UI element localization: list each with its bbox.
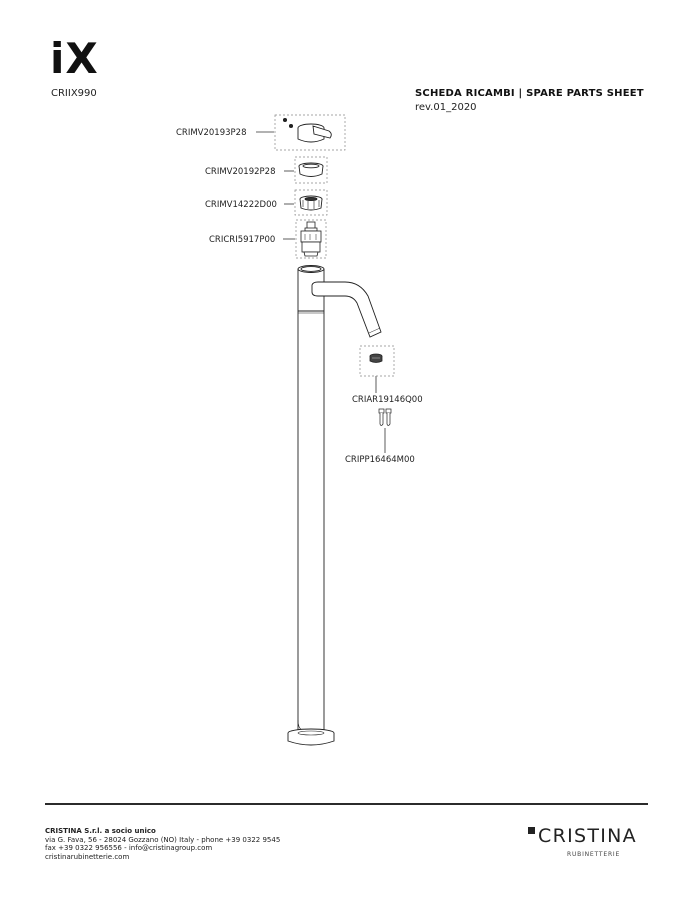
- footer-divider: [45, 803, 648, 805]
- cap-icon: [298, 162, 324, 177]
- company-contact: fax +39 0322 956556 - info@cristinagroup…: [45, 844, 213, 853]
- part-box-ring-nut: [294, 189, 328, 216]
- company-address: via G. Fava, 56 - 28024 Gozzano (NO) Ita…: [45, 835, 281, 844]
- cristina-logo: CRISTINA: [528, 826, 637, 846]
- part-label-cap: CRIMV20192P28: [205, 167, 276, 177]
- part-label-hose: CRIPP16464M00: [345, 455, 415, 465]
- ring-nut-icon: [299, 195, 323, 211]
- handle-icon: [282, 117, 332, 143]
- part-label-ring-nut: CRIMV14222D00: [205, 200, 277, 210]
- company-website: cristinarubinetterie.com: [45, 852, 130, 861]
- part-label-aerator: CRIAR19146Q00: [352, 395, 423, 405]
- company-name: CRISTINA S.r.l. a socio unico: [45, 827, 156, 835]
- sheet-revision: rev.01_2020: [415, 102, 477, 113]
- part-label-handle: CRIMV20193P28: [176, 128, 247, 138]
- cartridge-icon: [300, 221, 322, 257]
- logo-square-icon: [528, 827, 535, 834]
- hose-icon: [378, 408, 392, 426]
- sheet-title: SCHEDA RICAMBI | SPARE PARTS SHEET: [415, 88, 644, 99]
- part-box-handle: [274, 114, 346, 151]
- brand-subtitle: RUBINETTERIE: [567, 851, 621, 858]
- company-info: CRISTINA S.r.l. a socio unico via G. Fav…: [45, 827, 280, 861]
- part-box-aerator: [359, 345, 395, 377]
- part-label-cartridge: CRICRI5917P00: [209, 235, 276, 245]
- part-box-cap: [294, 156, 328, 184]
- brand-logo: iX: [50, 34, 99, 83]
- brand-name: CRISTINA: [538, 825, 637, 847]
- faucet-body-icon: [287, 265, 382, 746]
- aerator-icon: [369, 353, 383, 363]
- part-box-cartridge: [295, 219, 327, 259]
- model-code: CRIIX990: [51, 88, 97, 99]
